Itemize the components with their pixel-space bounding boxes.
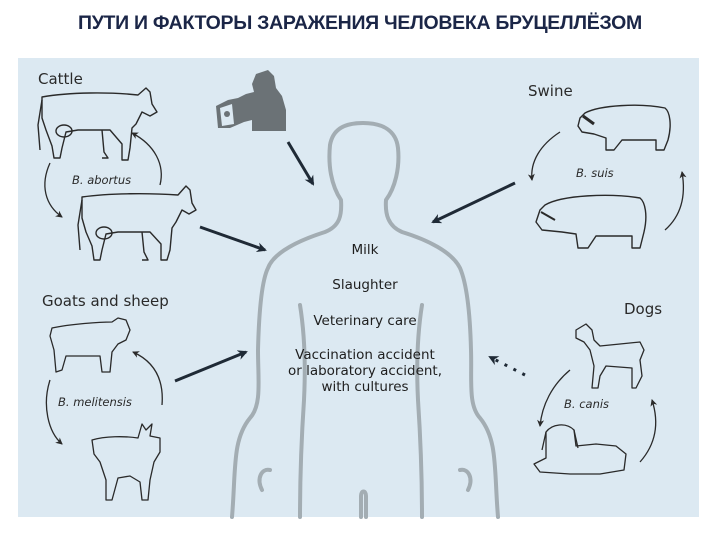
label-cattle: Cattle bbox=[38, 70, 83, 88]
species-b-suis: B. suis bbox=[576, 166, 614, 180]
arrow-laboratory bbox=[286, 141, 315, 186]
route-veterinary-care: Veterinary care bbox=[313, 313, 417, 329]
cycle-arrow-swine-right bbox=[664, 171, 687, 231]
cycle-arrow-cattle-left bbox=[44, 162, 63, 218]
dog-standing-icon bbox=[575, 323, 645, 389]
cycle-arrow-dogs-left bbox=[537, 369, 571, 427]
label-swine: Swine bbox=[528, 82, 573, 100]
route-vaccination-laboratory: Vaccination accident or laboratory accid… bbox=[270, 347, 460, 395]
cycle-arrow-swine-left bbox=[527, 131, 561, 181]
route-vaccination-line-2: or laboratory accident, bbox=[287, 363, 443, 379]
cycle-arrow-goats-right bbox=[132, 351, 163, 406]
arrow-goats-sheep bbox=[174, 350, 248, 383]
goat-icon bbox=[91, 423, 161, 501]
cycle-arrow-cattle-right bbox=[131, 132, 162, 186]
cycle-arrow-goats-left bbox=[45, 379, 63, 445]
route-milk: Milk bbox=[351, 242, 379, 258]
arrow-swine bbox=[431, 181, 516, 224]
pig-icon bbox=[577, 104, 671, 151]
pig-icon bbox=[535, 194, 647, 249]
route-vaccination-line-3: with cultures bbox=[321, 379, 409, 395]
route-slaughter: Slaughter bbox=[332, 277, 398, 293]
sheep-icon bbox=[49, 317, 131, 373]
route-vaccination-line-1: Vaccination accident bbox=[295, 347, 435, 363]
arrow-cattle bbox=[199, 225, 267, 253]
label-goats-sheep: Goats and sheep bbox=[42, 292, 169, 310]
arrow-dogs-dotted bbox=[488, 355, 526, 377]
page-title: ПУТИ И ФАКТОРЫ ЗАРАЖЕНИЯ ЧЕЛОВЕКА БРУЦЕЛ… bbox=[78, 12, 642, 34]
cow-icon bbox=[77, 185, 197, 261]
cow-icon bbox=[37, 87, 158, 161]
species-b-abortus: B. abortus bbox=[72, 173, 132, 187]
dog-lying-icon bbox=[533, 424, 627, 475]
human-silhouette bbox=[230, 121, 500, 519]
species-b-melitensis: B. melitensis bbox=[58, 395, 132, 409]
cycle-arrow-dogs-right bbox=[639, 399, 658, 463]
microscope-person-icon bbox=[216, 70, 286, 131]
label-dogs: Dogs bbox=[624, 300, 663, 318]
species-b-canis: B. canis bbox=[564, 397, 610, 411]
